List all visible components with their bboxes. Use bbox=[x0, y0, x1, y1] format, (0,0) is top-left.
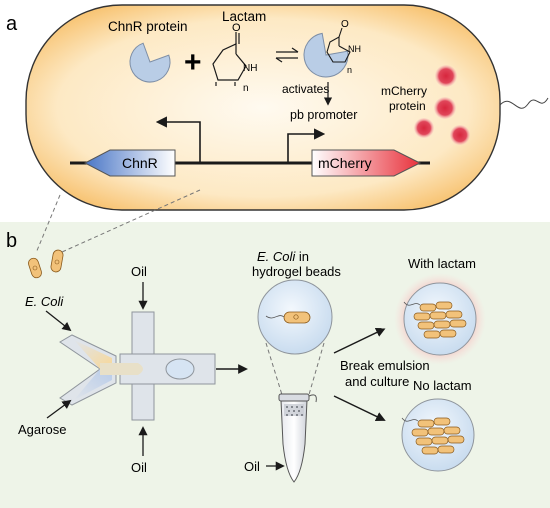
beads-label-line2: hydrogel beads bbox=[252, 264, 341, 279]
complex-o-atom: O bbox=[341, 19, 349, 30]
mcherry-protein-blob bbox=[435, 65, 457, 87]
oil-bottom-label: Oil bbox=[131, 460, 147, 475]
panel-a-letter: a bbox=[6, 13, 18, 35]
oil-top-label: Oil bbox=[131, 264, 147, 279]
chnr-protein-label: ChnR protein bbox=[108, 19, 188, 34]
pb-promoter-label: pb promoter bbox=[290, 108, 357, 122]
chnr-gene-arrow bbox=[83, 149, 176, 177]
lactam-n-subscript: n bbox=[243, 83, 249, 94]
with-lactam-arrow bbox=[333, 327, 386, 354]
plus-sign: + bbox=[184, 46, 202, 79]
panel-b-letter: b bbox=[6, 230, 17, 252]
lactam-o-atom: O bbox=[232, 22, 241, 34]
no-lactam-colony-icon bbox=[411, 417, 465, 455]
bacterial-cell-body bbox=[25, 4, 501, 211]
lactam-nh-group: NH bbox=[243, 63, 257, 74]
zoom-line bbox=[265, 342, 284, 399]
ecoli-inlet-arrow bbox=[45, 310, 72, 332]
mcherry-gene-label: mCherry bbox=[318, 155, 372, 171]
zoom-line bbox=[61, 189, 201, 253]
chnr-promoter-arrow bbox=[155, 116, 201, 163]
complex-n-subscript: n bbox=[347, 65, 352, 75]
activates-label: activates bbox=[282, 82, 329, 96]
microfluidic-chip bbox=[59, 311, 216, 421]
ecoli-flagellum bbox=[265, 315, 285, 319]
oil-tube-label: Oil bbox=[244, 459, 260, 474]
chnr-gene-label: ChnR bbox=[122, 155, 158, 171]
microcentrifuge-tube-icon bbox=[278, 393, 317, 483]
bound-lactam-icon bbox=[326, 27, 351, 63]
mcherry-protein-blob bbox=[434, 97, 456, 119]
with-lactam-colony-icon bbox=[413, 301, 467, 339]
colony-flagellum bbox=[403, 301, 421, 306]
agarose-label: Agarose bbox=[18, 422, 66, 437]
ecoli-label: E. Coli bbox=[25, 294, 64, 309]
single-ecoli-icon bbox=[283, 311, 311, 324]
lactam-label: Lactam bbox=[222, 9, 266, 24]
lactam-structure-icon bbox=[212, 32, 247, 86]
flagellum bbox=[499, 97, 549, 109]
beads-label-line1: E. Coli in bbox=[257, 249, 309, 264]
zoom-line bbox=[307, 342, 325, 399]
break-emulsion-label-line1: Break emulsion bbox=[340, 358, 430, 373]
break-emulsion-label-line2: and culture bbox=[345, 374, 409, 389]
mcherry-gene-arrow bbox=[311, 149, 422, 177]
with-lactam-label: With lactam bbox=[408, 256, 476, 271]
ecoli-cells-icon bbox=[28, 249, 64, 279]
colony-flagellum bbox=[401, 417, 419, 422]
droplet-icon bbox=[165, 358, 195, 380]
ecoli-nucleoid bbox=[293, 314, 299, 320]
zoom-line bbox=[35, 194, 61, 254]
no-lactam-arrow bbox=[333, 395, 386, 422]
mcherry-protein-blob bbox=[450, 125, 470, 145]
equilibrium-arrows-icon bbox=[275, 47, 299, 63]
chnr-lactam-complex-protein-icon bbox=[303, 32, 349, 78]
agarose-inlet-arrow bbox=[46, 399, 72, 419]
chnr-protein-icon bbox=[129, 42, 171, 83]
complex-nh-group: NH bbox=[348, 44, 361, 54]
pb-promoter-arrow bbox=[287, 128, 326, 163]
mcherry-protein-label-line2: protein bbox=[389, 99, 426, 113]
mcherry-protein-label-line1: mCherry bbox=[381, 84, 427, 98]
no-lactam-label: No lactam bbox=[413, 378, 472, 393]
mcherry-protein-blob bbox=[414, 118, 434, 138]
